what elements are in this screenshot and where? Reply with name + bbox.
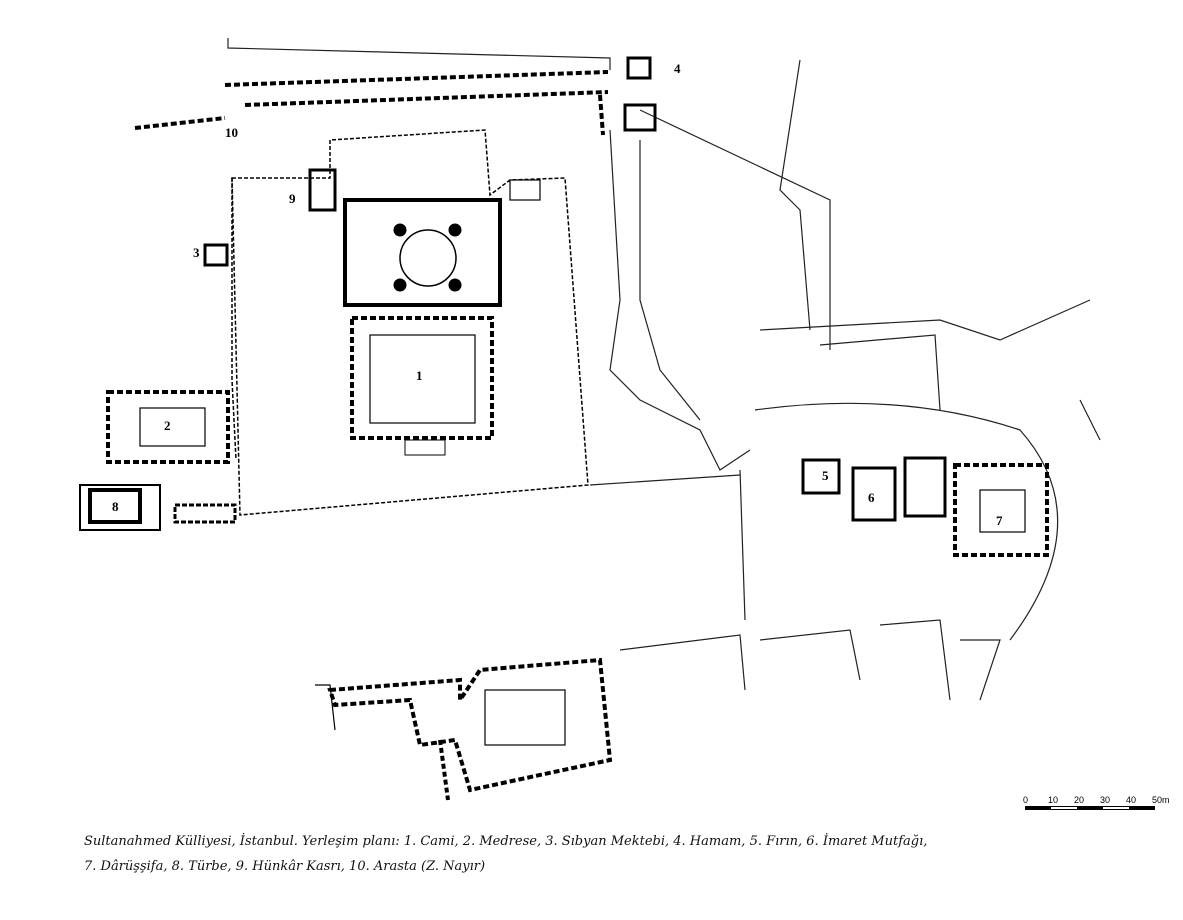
caption-line-2: 7. Dârüşşifa, 8. Türbe, 9. Hünkâr Kasrı,… — [84, 859, 486, 874]
scale-tick: 40 — [1126, 795, 1136, 805]
label-hamam: 4 — [674, 61, 681, 76]
label-firin: 5 — [822, 468, 829, 483]
label-imaret-mutfagi: 6 — [868, 490, 875, 505]
scale-tick: 20 — [1074, 795, 1084, 805]
courtyard-enclosure — [231, 129, 589, 516]
label-cami: 1 — [416, 368, 423, 383]
scale-tick: 50m — [1152, 795, 1170, 805]
mosque — [343, 198, 502, 456]
scale-tick: 30 — [1100, 795, 1110, 805]
scale-bar: 0 10 20 30 40 50m — [1023, 795, 1170, 810]
building-labels: 1 2 3 4 5 6 7 8 9 10 — [112, 61, 1003, 528]
scale-tick: 0 — [1023, 795, 1028, 805]
small-buildings — [79, 56, 1049, 557]
medrese — [106, 390, 230, 464]
label-darussifa: 7 — [996, 513, 1003, 528]
label-hunkar-kasri: 9 — [289, 191, 296, 206]
label-turbe: 8 — [112, 499, 119, 514]
label-sibyan-mektebi: 3 — [193, 245, 200, 260]
label-medrese: 2 — [164, 418, 171, 433]
caption-line-1: Sultanahmed Külliyesi, İstanbul. Yerleşi… — [84, 834, 928, 849]
arasta-south-complex — [315, 657, 613, 801]
label-arasta: 10 — [225, 125, 238, 140]
arasta — [134, 70, 609, 136]
streets — [227, 38, 1101, 701]
scale-tick: 10 — [1048, 795, 1058, 805]
